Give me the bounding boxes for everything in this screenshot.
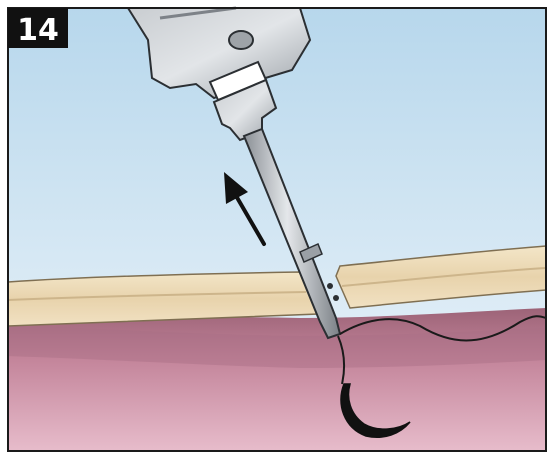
handle-screw-icon [229, 31, 253, 49]
shaft-hole [327, 283, 333, 289]
shaft-hole [333, 295, 339, 301]
step-number: 14 [17, 13, 59, 48]
